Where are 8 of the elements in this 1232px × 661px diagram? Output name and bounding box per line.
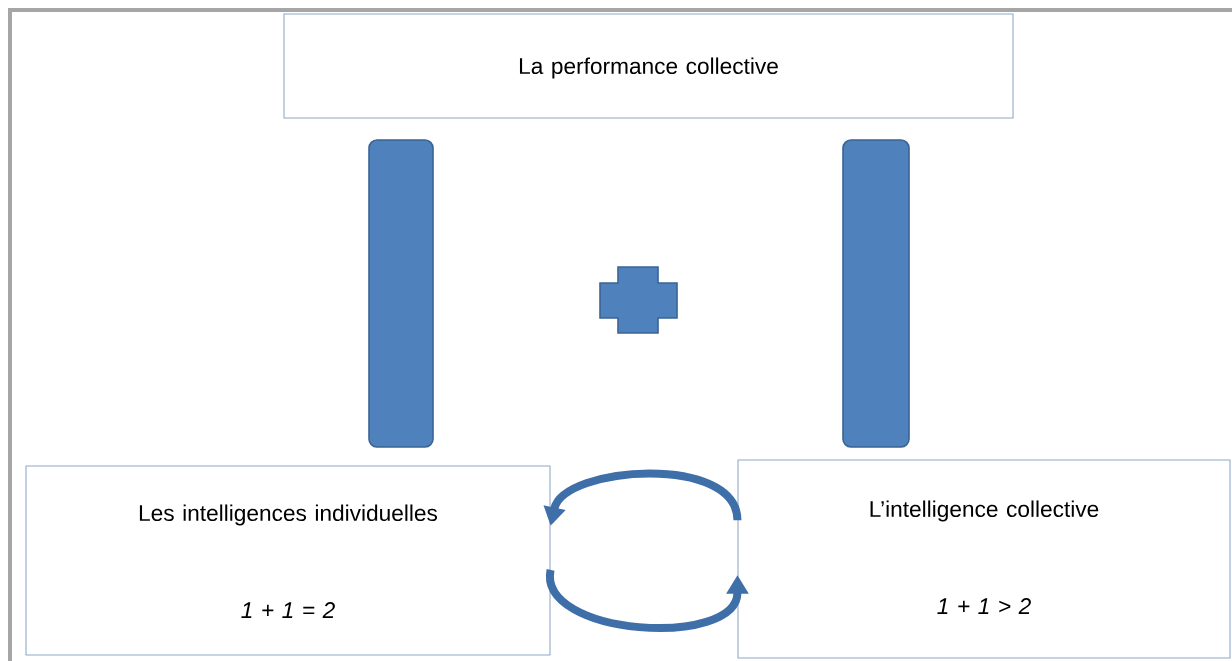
formula-text: 1 + 1 > 2: [937, 598, 1031, 614]
heading: L’intelligence collective: [870, 500, 1099, 522]
formula-text: 1 + 1 = 2: [241, 602, 335, 618]
plus-sign: [599, 266, 678, 334]
heading: La performance collective: [520, 57, 778, 79]
pillar: [368, 139, 434, 448]
pillar: [842, 139, 910, 448]
heading: Les intelligences individuelles: [139, 504, 438, 526]
